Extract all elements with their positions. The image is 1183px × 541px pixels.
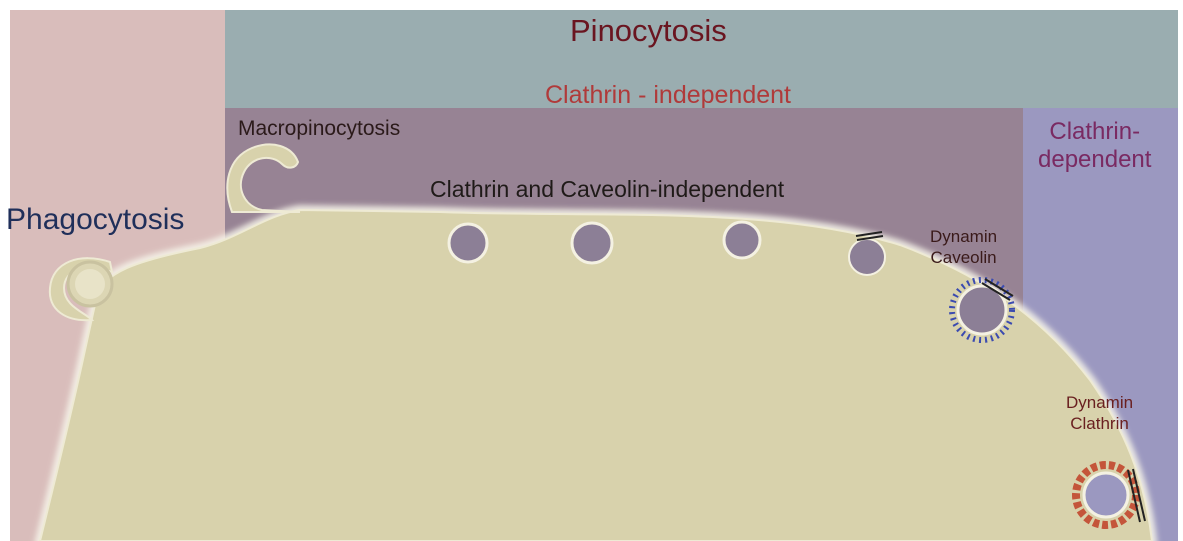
- budding-vesicle: [849, 239, 885, 275]
- dynamin-clathrin-line: Dynamin: [1066, 392, 1133, 413]
- budding-vesicle: [572, 223, 612, 263]
- clathrin-dependent-line: Clathrin-: [1038, 118, 1151, 146]
- dynamin-clathrin-line: Clathrin: [1066, 413, 1133, 434]
- clathrin-independent-label: Clathrin - independent: [545, 83, 791, 108]
- budding-vesicle: [724, 222, 760, 258]
- dynamin-caveolin-line: Dynamin: [930, 226, 997, 247]
- budding-vesicle: [449, 224, 487, 262]
- dynamin-clathrin-label: Dynamin Clathrin: [1066, 392, 1133, 435]
- dynamin-caveolin-label: Dynamin Caveolin: [930, 226, 997, 269]
- clathrin-dependent-label: Clathrin- dependent: [1038, 118, 1151, 175]
- clathrin-dependent-line: dependent: [1038, 146, 1151, 174]
- pinocytosis-label: Pinocytosis: [570, 15, 727, 46]
- phagocytosis-label: Phagocytosis: [6, 205, 184, 235]
- phagocytosed-particle-highlight: [75, 269, 105, 299]
- clathrin-vesicle: [1084, 473, 1128, 517]
- dynamin-caveolin-line: Caveolin: [930, 247, 997, 268]
- macropinocytosis-label: Macropinocytosis: [238, 118, 400, 139]
- clathrin-caveolin-independent-label: Clathrin and Caveolin-independent: [430, 178, 784, 201]
